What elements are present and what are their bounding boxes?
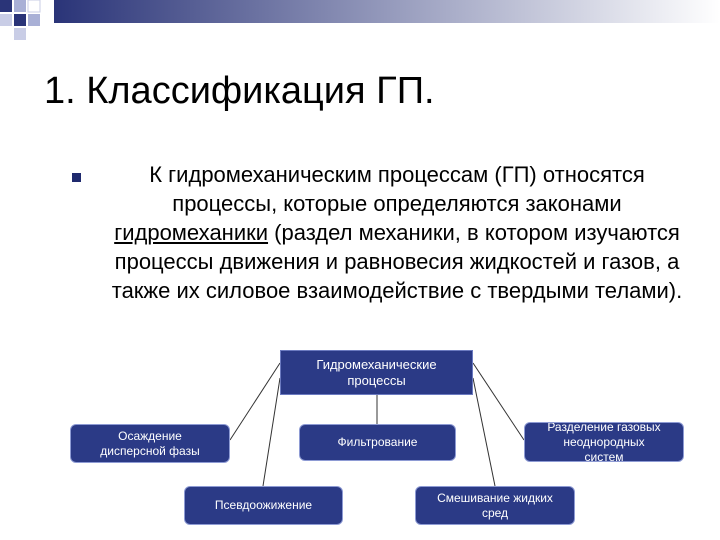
connector-line (472, 377, 496, 487)
node-filtration: Фильтрование (299, 424, 456, 461)
node-fluidization: Псевдоожижение (184, 486, 343, 525)
bullet-text-part: К гидромеханическим процессам (ГП) относ… (149, 162, 645, 216)
node-label: Осаждение (118, 428, 182, 443)
connector-line (229, 362, 281, 441)
connector-line (472, 362, 525, 441)
node-label: Гидромеханические (316, 356, 437, 372)
bullet-text-part: (раздел механики, в котором изучаются пр… (111, 220, 683, 303)
node-label: сред (481, 505, 509, 520)
bullet-text: К гидромеханическим процессам (ГП) относ… (102, 160, 692, 305)
node-label: Псевдоожижение (214, 498, 313, 512)
header-decoration (0, 0, 720, 40)
node-label: процессы (347, 372, 406, 388)
underlined-term: гидромеханики (114, 220, 269, 245)
node-mixing: Смешивание жидких сред (415, 486, 575, 525)
node-label: Разделение газовых (547, 422, 661, 434)
root-node: Гидромеханические процессы (280, 350, 473, 395)
connector-line (262, 377, 281, 487)
node-label: систем (584, 449, 624, 462)
bullet-item: К гидромеханическим процессам (ГП) относ… (72, 160, 692, 305)
node-label: Смешивание жидких (437, 490, 553, 505)
slide-title: 1. Классификация ГП. (44, 70, 435, 112)
node-label: Фильтрование (337, 435, 418, 449)
node-sedimentation: Осаждение дисперсной фазы (70, 424, 230, 463)
node-label: дисперсной фазы (100, 443, 200, 458)
node-gas-separation: Разделение газовых неоднородных систем (524, 422, 684, 462)
square-bullet-icon (72, 173, 81, 182)
node-label: неоднородных (563, 434, 645, 449)
